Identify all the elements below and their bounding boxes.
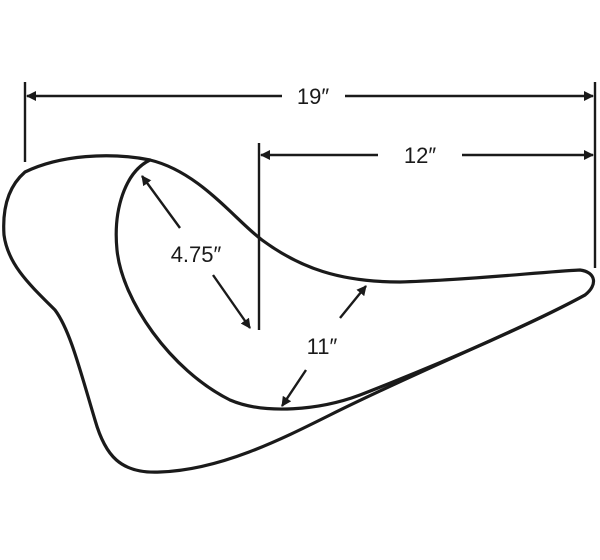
- dim-arrow-475-lower: [212, 274, 251, 329]
- dim-arrow-11-lower: [281, 369, 307, 407]
- seat-outline: [2, 154, 595, 474]
- dimension-label-rear: 12″: [404, 143, 436, 168]
- dimension-label-width: 11″: [307, 334, 338, 359]
- dimension-label-backrest: 4.75″: [171, 242, 222, 267]
- seat-pan-contour: [114, 158, 587, 411]
- dim-arrow-11-upper: [339, 285, 367, 319]
- dimension-label-overall: 19″: [297, 84, 329, 109]
- dim-arrow-475-upper: [141, 175, 181, 229]
